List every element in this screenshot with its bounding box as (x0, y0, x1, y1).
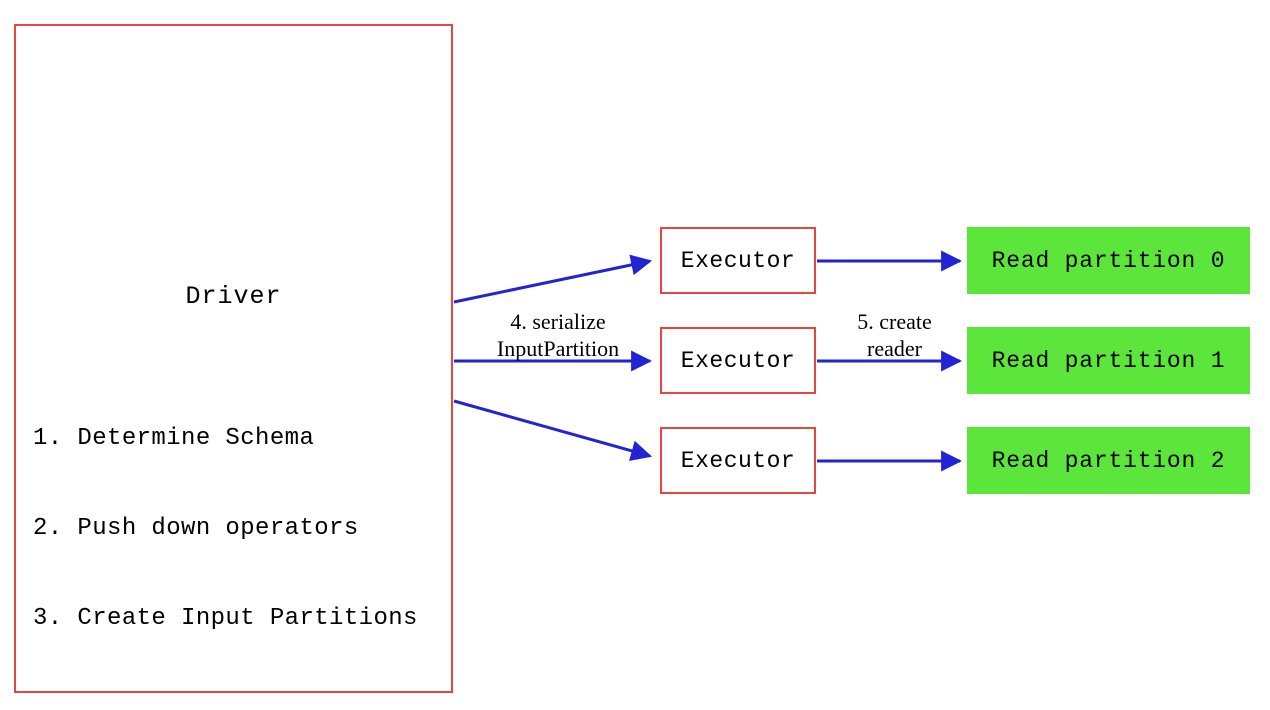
arrow-driver-to-executor-0 (453, 254, 653, 304)
edge-label-create-reader-line2: reader (867, 336, 922, 361)
arrow-driver-to-executor-2 (453, 399, 653, 462)
executor-box-2[interactable]: Executor (660, 427, 816, 494)
partition-box-0[interactable]: Read partition 0 (967, 227, 1250, 294)
driver-step-3: 3. Create Input Partitions (33, 605, 418, 632)
edge-label-serialize: 4. serialize InputPartition (458, 308, 658, 362)
edge-label-create-reader: 5. create reader (827, 308, 962, 362)
edge-label-serialize-line2: InputPartition (496, 336, 620, 361)
edge-label-create-reader-line1: 5. create (857, 309, 932, 334)
driver-title: Driver (185, 282, 282, 311)
driver-step-2: 2. Push down operators (33, 515, 359, 542)
partition-box-1[interactable]: Read partition 1 (967, 327, 1250, 394)
executor-label-0: Executor (680, 247, 796, 274)
driver-box[interactable]: Driver 1. Determine Schema 2. Push down … (14, 24, 453, 693)
executor-label-1: Executor (680, 347, 796, 374)
partition-label-2: Read partition 2 (991, 447, 1226, 474)
partition-label-1: Read partition 1 (991, 347, 1226, 374)
edge-label-serialize-line1: 4. serialize (510, 309, 606, 334)
executor-box-1[interactable]: Executor (660, 327, 816, 394)
executor-label-2: Executor (680, 447, 796, 474)
driver-steps-list: 1. Determine Schema 2. Push down operato… (33, 364, 418, 694)
partition-label-0: Read partition 0 (991, 247, 1226, 274)
executor-box-0[interactable]: Executor (660, 227, 816, 294)
driver-step-1: 1. Determine Schema (33, 425, 315, 452)
partition-box-2[interactable]: Read partition 2 (967, 427, 1250, 494)
